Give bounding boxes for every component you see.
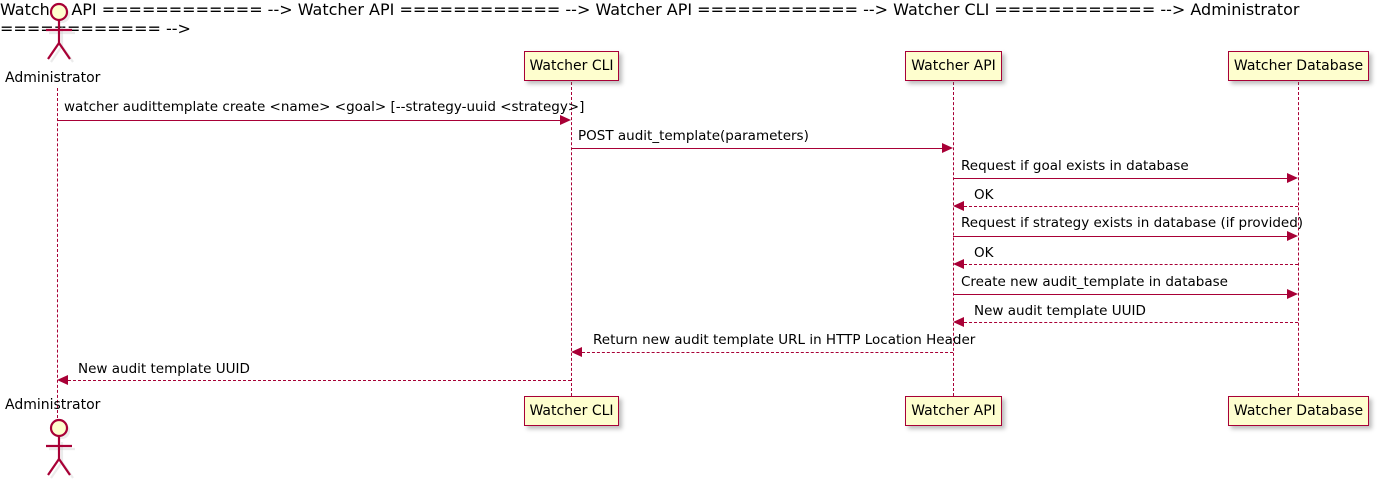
actor-administrator-top (37, 2, 79, 63)
message-label-9: Return new audit template URL in HTTP Lo… (593, 332, 976, 348)
message-label-10: New audit template UUID (78, 361, 250, 377)
participant-box-watcher-api-bottom[interactable]: Watcher API (905, 396, 1002, 426)
message-label-4: OK (974, 187, 994, 203)
message-arrowhead-5 (1287, 231, 1298, 241)
message-line-3 (953, 178, 1287, 179)
participant-box-watcher-cli-bottom[interactable]: Watcher CLI (524, 396, 619, 426)
lifeline-watcher-cli (571, 82, 572, 396)
message-line-9 (582, 352, 953, 353)
lifeline-administrator (57, 88, 58, 418)
message-line-8 (964, 322, 1298, 323)
message-arrowhead-4 (953, 201, 964, 211)
message-line-1 (57, 120, 560, 121)
message-arrowhead-10 (57, 375, 68, 385)
participant-label-watcher-cli-bottom: Watcher CLI (529, 403, 614, 419)
message-line-6 (964, 264, 1298, 265)
message-line-2 (571, 148, 942, 149)
participant-label-watcher-api-top: Watcher API (911, 58, 996, 74)
message-label-8: New audit template UUID (974, 303, 1146, 319)
actor-stick-figure-icon (46, 418, 75, 479)
message-arrowhead-1 (560, 115, 571, 125)
message-arrowhead-9 (571, 347, 582, 357)
message-line-4 (964, 206, 1298, 207)
message-arrowhead-7 (1287, 289, 1298, 299)
message-arrowhead-8 (953, 317, 964, 327)
lifeline-watcher-database (1298, 82, 1299, 396)
participant-label-watcher-database-top: Watcher Database (1233, 58, 1364, 74)
participant-box-watcher-cli-top[interactable]: Watcher CLI (524, 51, 619, 81)
message-arrowhead-6 (953, 259, 964, 269)
actor-label-administrator-top: Administrator (5, 70, 101, 86)
message-label-3: Request if goal exists in database (961, 158, 1189, 174)
message-label-5: Request if strategy exists in database (… (961, 215, 1304, 231)
actor-stick-figure-icon (46, 2, 75, 63)
participant-box-watcher-api-top[interactable]: Watcher API (905, 51, 1002, 81)
message-arrowhead-3 (1287, 173, 1298, 183)
participant-label-watcher-database-bottom: Watcher Database (1233, 403, 1364, 419)
message-line-7 (953, 294, 1287, 295)
actor-administrator-bottom (37, 418, 79, 480)
message-line-10 (68, 380, 571, 381)
message-label-2: POST audit_template(parameters) (578, 128, 809, 144)
participant-label-watcher-cli-top: Watcher CLI (529, 58, 614, 74)
message-label-6: OK (974, 245, 994, 261)
actor-label-administrator-bottom: Administrator (5, 397, 101, 413)
participant-box-watcher-database-top[interactable]: Watcher Database (1228, 51, 1369, 81)
lifeline-watcher-api (953, 82, 954, 396)
message-arrowhead-2 (942, 143, 953, 153)
message-label-1: watcher audittemplate create <name> <goa… (64, 99, 585, 115)
participant-label-watcher-api-bottom: Watcher API (911, 403, 996, 419)
participant-box-watcher-database-bottom[interactable]: Watcher Database (1228, 396, 1369, 426)
message-line-5 (953, 236, 1287, 237)
message-label-7: Create new audit_template in database (961, 274, 1228, 290)
